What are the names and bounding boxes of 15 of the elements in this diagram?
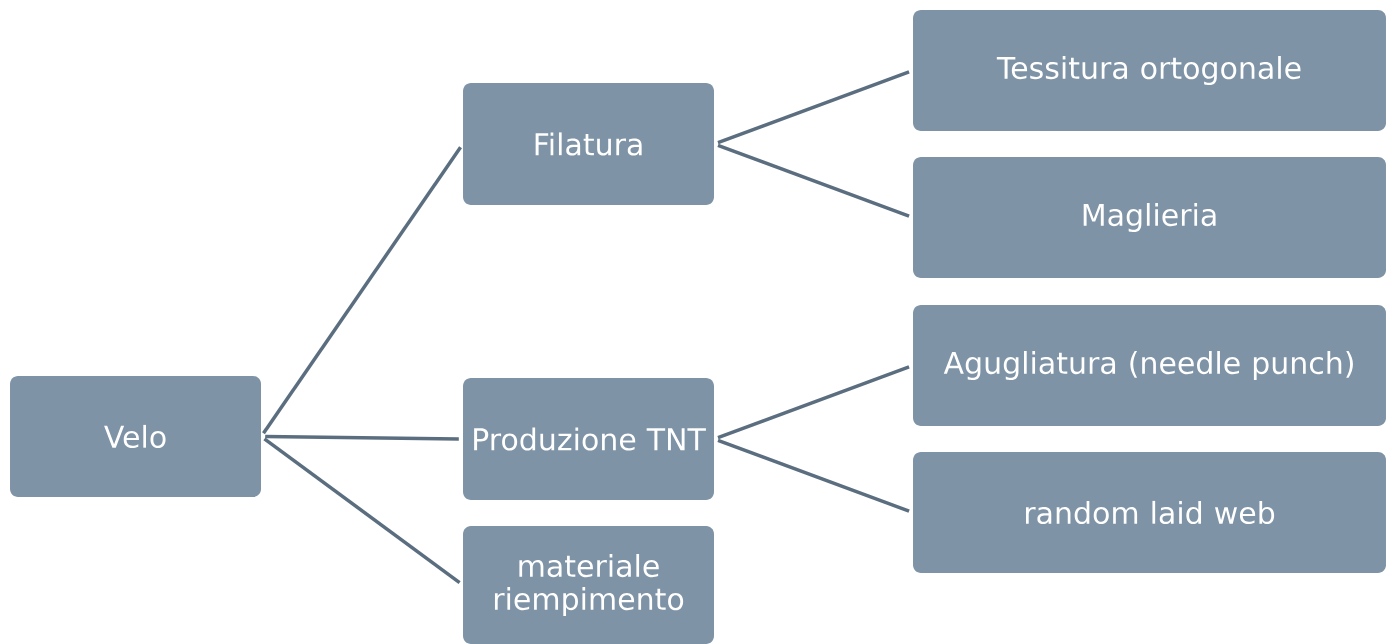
process-box: materiale riempimento [463,526,714,644]
connector-line [262,146,462,435]
process-box: Maglieria [913,157,1386,278]
process-box: Velo [10,376,261,497]
connector-line [717,438,910,513]
process-box: Filatura [463,83,714,205]
process-box: Tessitura ortogonale [913,10,1386,131]
connector-line [263,437,461,585]
process-box: random laid web [913,452,1386,573]
connector-line [265,434,459,441]
connector-line [717,70,910,145]
connector-line [717,365,910,440]
connector-line [717,143,910,218]
process-box: Produzione TNT [463,378,714,500]
process-box: Agugliatura (needle punch) [913,305,1386,426]
